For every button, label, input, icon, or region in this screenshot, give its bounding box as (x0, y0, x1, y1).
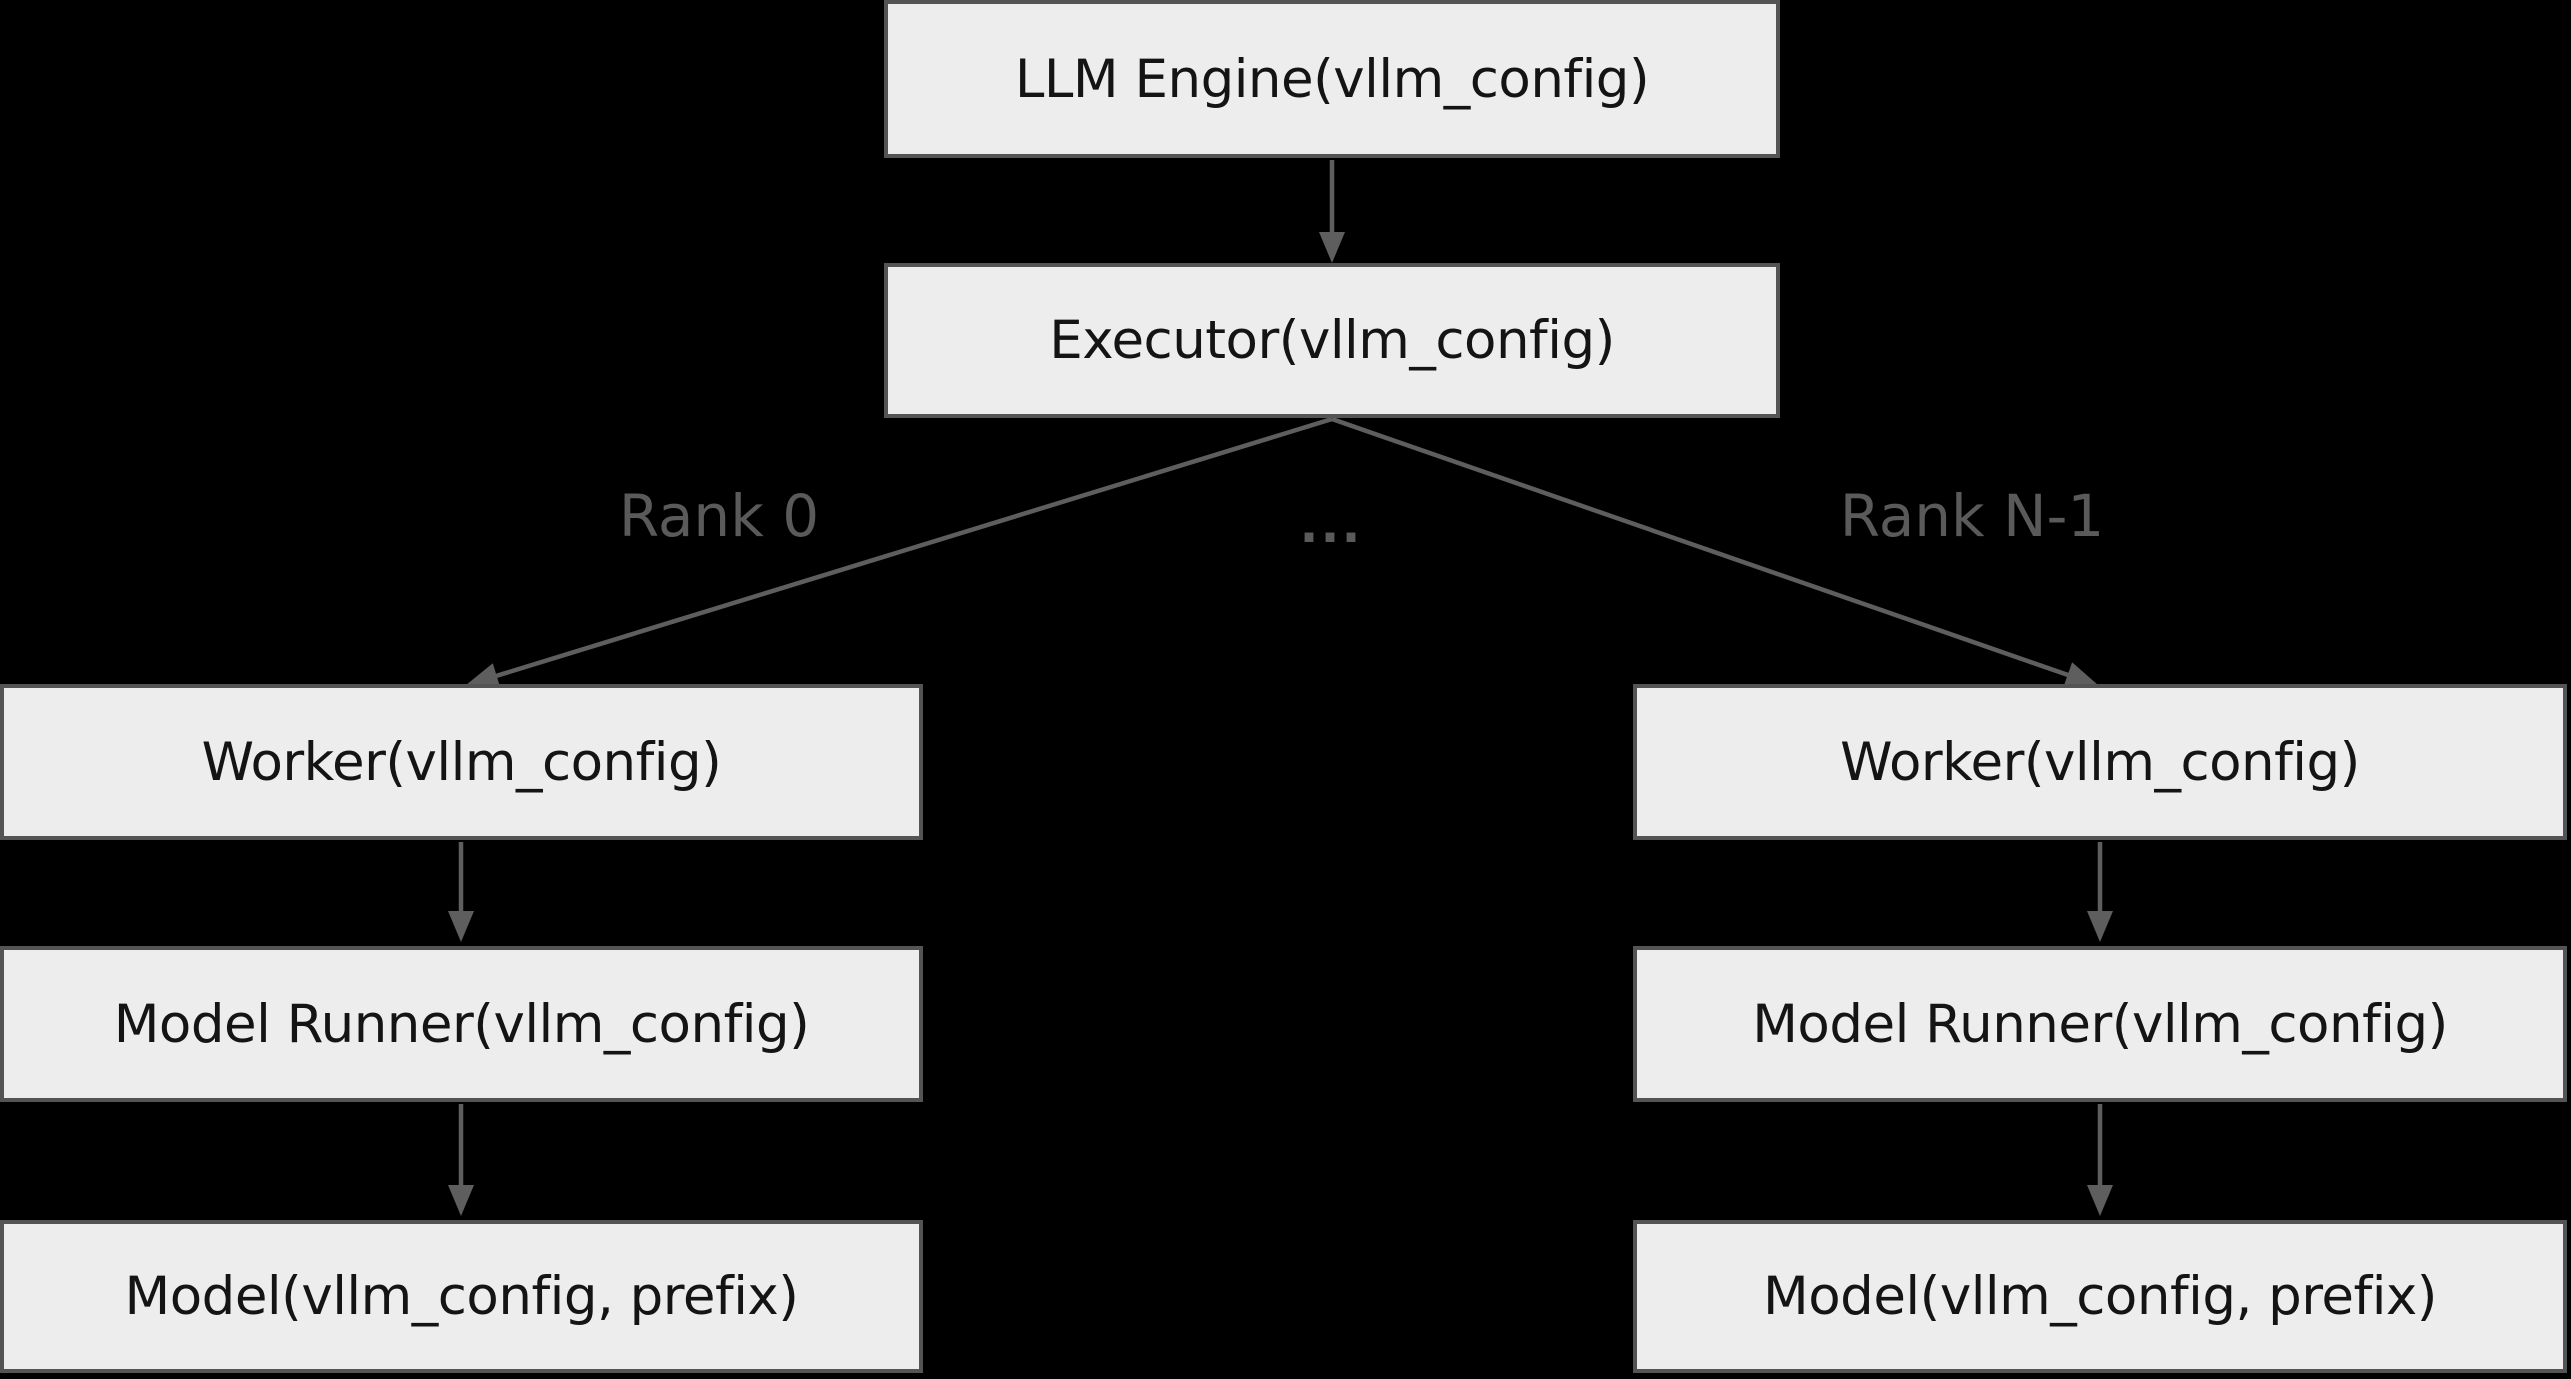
node-worker-rank0: Worker(vllm_config) (0, 684, 923, 840)
edge-executor-to-worker-rankn (1331, 416, 2098, 687)
arrowhead-icon (2063, 662, 2098, 687)
node-executor: Executor(vllm_config) (884, 263, 1780, 418)
edge-model-runner-to-model-rank0 (448, 1104, 474, 1216)
arrowhead-icon (2087, 1185, 2113, 1216)
node-worker-rankn: Worker(vllm_config) (1633, 684, 2567, 840)
edge-line (495, 416, 1333, 679)
arrowhead-icon (466, 663, 501, 688)
node-model-runner-rankn: Model Runner(vllm_config) (1633, 946, 2567, 1102)
edge-label-rank-n-1: Rank N-1 (1839, 482, 2105, 550)
node-model-rank0: Model(vllm_config, prefix) (0, 1220, 923, 1373)
edge-llm-engine-to-executor (1319, 160, 1345, 263)
edge-executor-to-worker-rank0 (466, 416, 1333, 688)
edge-worker-to-model-runner-rankn (2087, 842, 2113, 942)
arrowhead-icon (2087, 911, 2113, 942)
arrowhead-icon (1319, 232, 1345, 263)
edge-label-ellipsis: ... (1299, 496, 1363, 554)
arrowhead-icon (448, 911, 474, 942)
edge-label-rank-0: Rank 0 (618, 482, 820, 550)
node-model-rankn: Model(vllm_config, prefix) (1633, 1220, 2567, 1373)
edge-worker-to-model-runner-rank0 (448, 842, 474, 942)
arrowhead-icon (448, 1185, 474, 1216)
node-model-runner-rank0: Model Runner(vllm_config) (0, 946, 923, 1102)
node-llm-engine: LLM Engine(vllm_config) (884, 0, 1780, 158)
edge-model-runner-to-model-rankn (2087, 1104, 2113, 1216)
edge-line (1331, 416, 2069, 678)
